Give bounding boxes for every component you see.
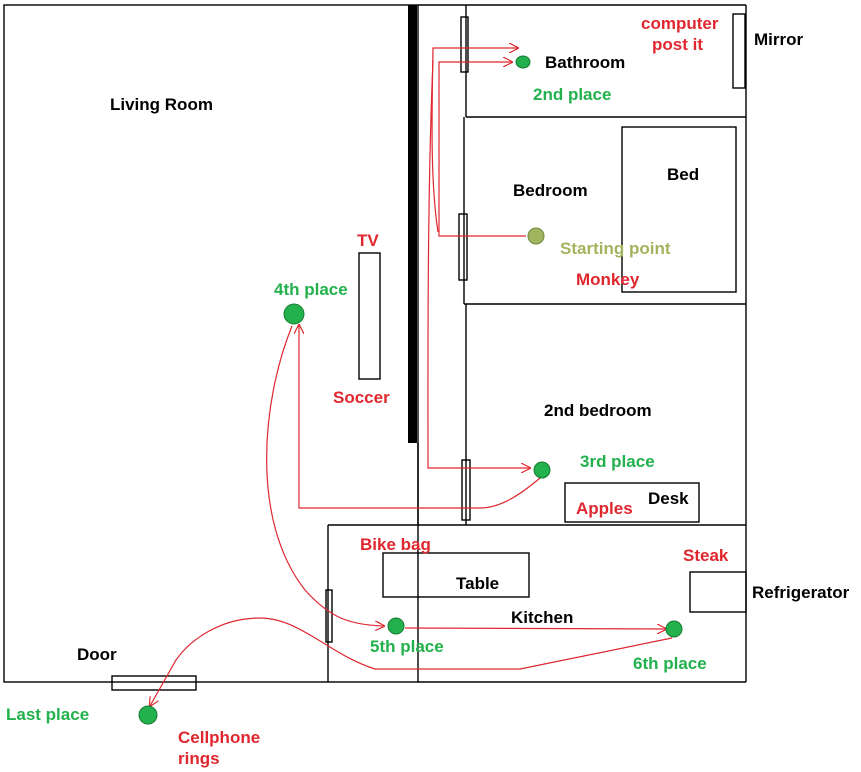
bathroom-door [460, 16, 469, 73]
place-labels: Starting point 2nd place 3rd place 4th p… [6, 85, 707, 724]
desk-label: Desk [648, 489, 689, 508]
soccer-clue: Soccer [333, 388, 390, 407]
fifth-place-marker [387, 617, 405, 635]
route-fifth-to-sixth [404, 628, 666, 629]
fourth-place-label: 4th place [274, 280, 348, 299]
route-fourth-to-fifth [266, 325, 384, 626]
cellphone-clue-line1: Cellphone [178, 728, 260, 747]
computer-clue-line2: post it [652, 35, 703, 54]
third-place-marker [533, 461, 551, 479]
refrigerator [689, 571, 747, 613]
steak-clue: Steak [683, 546, 729, 565]
bed [621, 126, 737, 293]
monkey-clue: Monkey [576, 270, 640, 289]
route-third-to-fourth [299, 325, 541, 509]
refrigerator-label: Refrigerator [752, 583, 850, 602]
living-room-outline [3, 4, 419, 683]
table [382, 552, 530, 598]
apples-clue: Apples [576, 499, 633, 518]
bathroom-label: Bathroom [545, 53, 625, 72]
bike-bag-clue: Bike bag [360, 535, 431, 554]
second-bedroom-door [461, 459, 471, 521]
fourth-place-marker [283, 303, 305, 325]
kitchen-door [325, 589, 333, 643]
bed-label: Bed [667, 165, 699, 184]
routes [150, 48, 673, 706]
fifth-place-label: 5th place [370, 637, 444, 656]
kitchen-label: Kitchen [511, 608, 573, 627]
mirror-label: Mirror [754, 30, 804, 49]
bedroom-label: Bedroom [513, 181, 588, 200]
sixth-place-marker [665, 620, 683, 638]
route-sixth-to-last [150, 617, 673, 706]
walls [3, 4, 747, 683]
clue-labels: computer post it TV Monkey Soccer Apples… [178, 14, 729, 768]
route-bathroom-loop [431, 48, 518, 233]
second-place-marker [515, 55, 531, 69]
desk [564, 482, 700, 523]
starting-point-marker [527, 227, 545, 245]
second-bedroom-label: 2nd bedroom [544, 401, 652, 420]
mirror [732, 13, 746, 89]
fixtures [111, 13, 747, 691]
cellphone-clue-line2: rings [178, 749, 220, 768]
tv [358, 252, 381, 380]
bedroom-door [458, 213, 468, 281]
sixth-place-label: 6th place [633, 654, 707, 673]
last-place-label: Last place [6, 705, 89, 724]
front-door [111, 675, 197, 691]
room-labels: Living Room Bathroom Bedroom Bed 2nd bed… [77, 30, 850, 664]
place-markers [138, 55, 683, 725]
last-place-marker [138, 705, 158, 725]
computer-clue-line1: computer [641, 14, 719, 33]
table-label: Table [456, 574, 499, 593]
third-place-label: 3rd place [580, 452, 655, 471]
route-start-to-bathroom [438, 62, 526, 237]
second-place-label: 2nd place [533, 85, 611, 104]
thick-wall [408, 5, 417, 443]
living-room-label: Living Room [110, 95, 213, 114]
door-label: Door [77, 645, 117, 664]
starting-point-label: Starting point [560, 239, 671, 258]
route-bathroom-to-third [427, 59, 530, 468]
tv-label: TV [357, 231, 379, 250]
